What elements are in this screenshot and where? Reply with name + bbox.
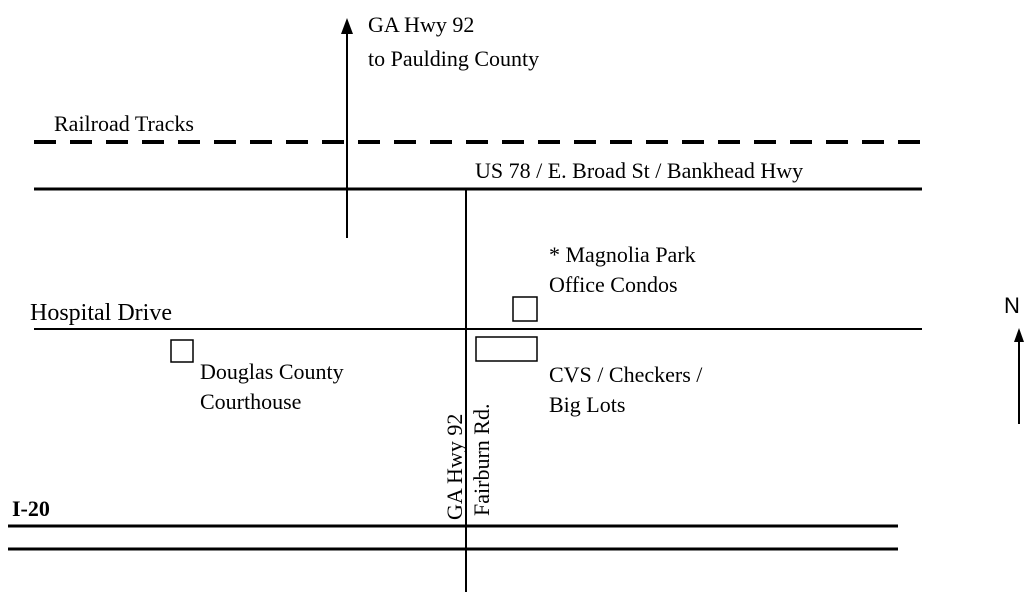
ga-hwy-92-vertical-label: GA Hwy 92 bbox=[442, 414, 467, 520]
cvs-label-line2: Big Lots bbox=[549, 392, 625, 417]
ga-hwy-92-north-arrowhead bbox=[341, 18, 353, 34]
us-78-label: US 78 / E. Broad St / Bankhead Hwy bbox=[475, 158, 803, 183]
magnolia-park-building bbox=[512, 296, 538, 322]
magnolia-park-label-line1: * Magnolia Park bbox=[549, 242, 696, 267]
railroad-label: Railroad Tracks bbox=[54, 111, 194, 136]
courthouse-label-line2: Courthouse bbox=[200, 389, 301, 414]
ga-hwy-92-north-label-line2: to Paulding County bbox=[368, 46, 539, 71]
courthouse-label-line1: Douglas County bbox=[200, 359, 344, 384]
fairburn-rd-label: Fairburn Rd. bbox=[469, 404, 494, 516]
i-20-label: I-20 bbox=[12, 496, 50, 521]
courthouse-building bbox=[170, 339, 194, 363]
ga-hwy-92-north-label-line1: GA Hwy 92 bbox=[368, 12, 474, 37]
hospital-drive-label: Hospital Drive bbox=[30, 300, 172, 326]
cvs-label-line1: CVS / Checkers / bbox=[549, 362, 703, 387]
north-arrow-icon bbox=[1014, 328, 1024, 342]
cvs-building bbox=[475, 336, 538, 362]
north-label: N bbox=[1004, 293, 1020, 318]
magnolia-park-label-line2: Office Condos bbox=[549, 272, 678, 297]
